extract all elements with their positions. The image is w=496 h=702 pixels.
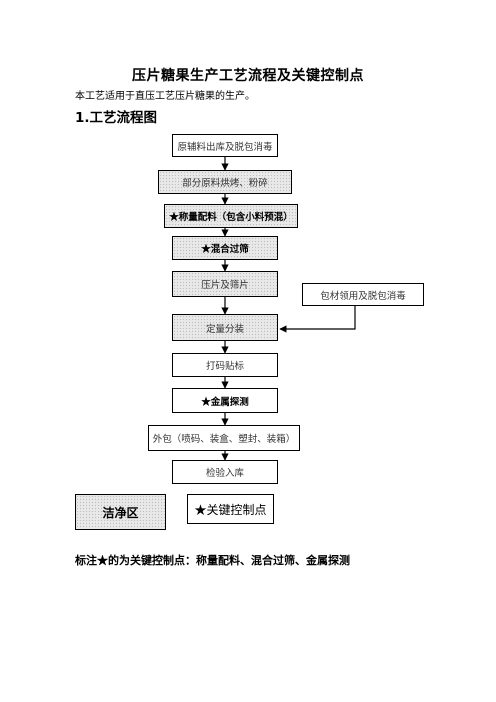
step-mixing-sieving: ★混合过筛 (172, 236, 278, 260)
legend-clean-label: 洁净区 (102, 505, 139, 520)
step-weighing-batching: ★称量配料（包含小料预混） (164, 204, 298, 228)
document-title: 压片糖果生产工艺流程及关键控制点 (132, 68, 364, 84)
step-label: ★称量配料（包含小料预混） (169, 212, 293, 223)
step-metal-detection: ★金属探测 (172, 388, 278, 413)
step-label: 压片及筛片 (201, 280, 249, 291)
step-quantitative-packing: 定量分装 (172, 314, 278, 341)
legend-clean-area: 洁净区 (75, 494, 166, 530)
step-label: 打码贴标 (205, 361, 244, 372)
step-material-outbound: 原辅料出库及脱包消毒 (172, 134, 278, 157)
step-tableting: 压片及筛片 (172, 271, 278, 297)
step-bake-grind: 部分原料烘烤、粉碎 (158, 170, 292, 194)
step-label: ★金属探测 (201, 396, 249, 408)
step-label: ★混合过筛 (201, 244, 249, 255)
arrow-side (279, 306, 356, 333)
step-coding-labeling: 打码贴标 (172, 353, 278, 377)
key-point-note: 标注★的为关键控制点：称量配料、混合过筛、金属探测 (75, 554, 350, 567)
step-label: 部分原料烘烤、粉碎 (182, 178, 268, 189)
step-label: 包材领用及脱包消毒 (320, 290, 406, 302)
section-heading: 1.工艺流程图 (75, 110, 158, 126)
step-outer-packing: 外包（喷码、装盒、塑封、装箱） (148, 425, 300, 451)
step-label: 检验入库 (205, 468, 244, 479)
legend-key-point: ★关键控制点 (187, 494, 274, 524)
step-packaging-material: 包材领用及脱包消毒 (302, 283, 424, 306)
legend-key-label: ★关键控制点 (194, 502, 267, 517)
step-inspection-storage: 检验入库 (172, 460, 278, 484)
step-label: 原辅料出库及脱包消毒 (177, 141, 273, 153)
step-label: 定量分装 (205, 323, 244, 335)
step-label: 外包（喷码、装盒、塑封、装箱） (152, 434, 296, 445)
intro-text: 本工艺适用于直压工艺压片糖果的生产。 (75, 91, 255, 102)
